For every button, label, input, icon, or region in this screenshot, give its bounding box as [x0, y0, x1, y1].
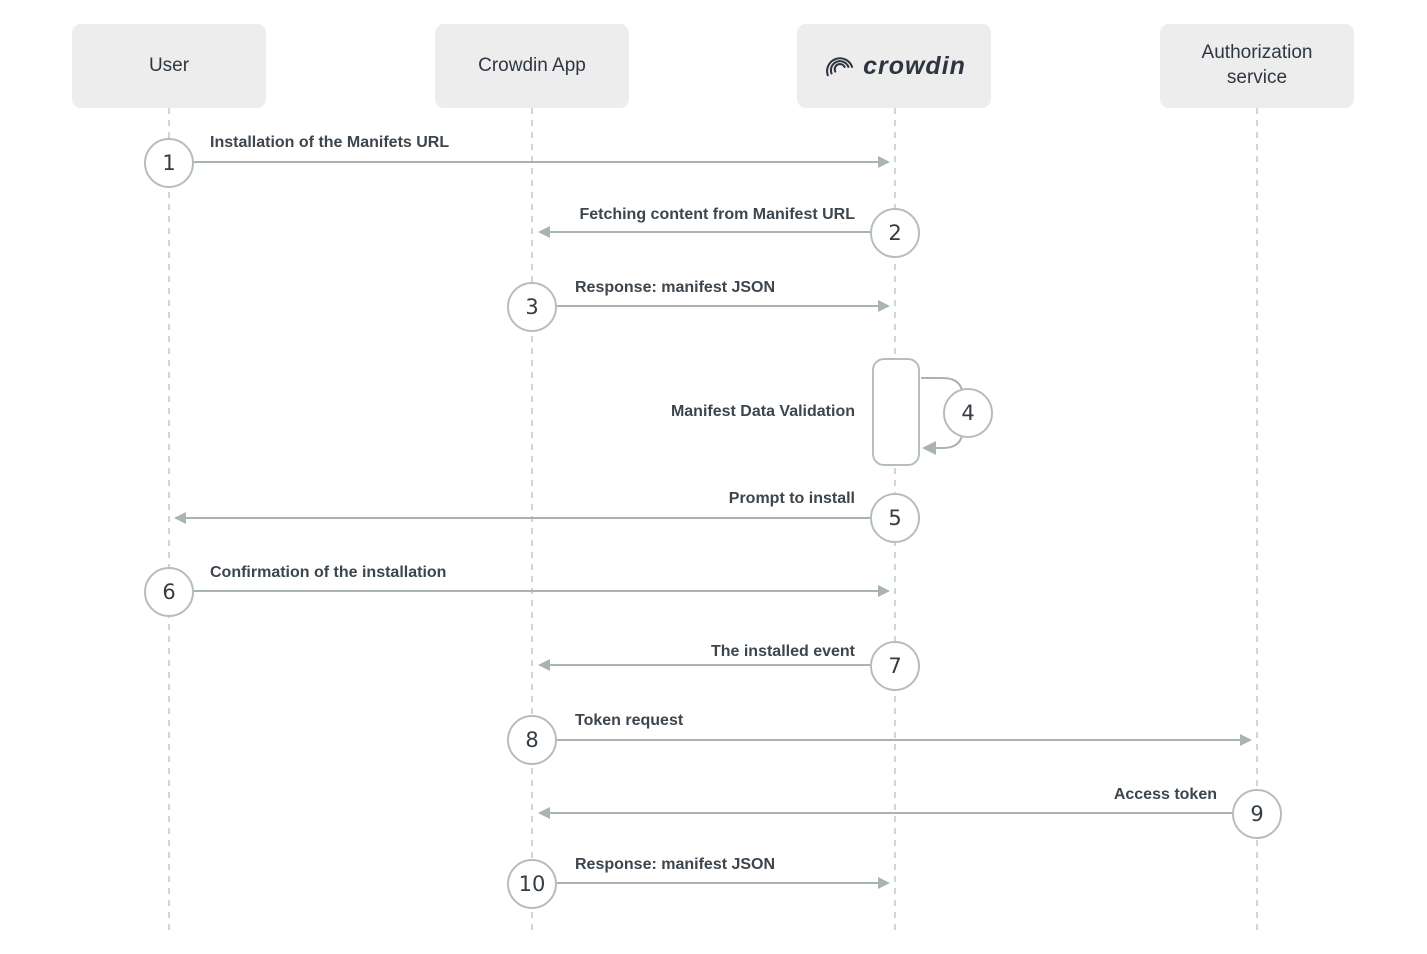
- actor-user: User: [72, 24, 266, 108]
- arrow-left-icon: [538, 807, 550, 819]
- arrow-right-icon: [878, 585, 890, 597]
- arrow-right-icon: [1240, 734, 1252, 746]
- step-5-label: Prompt to install: [728, 490, 855, 507]
- step-1-arrow: [194, 156, 890, 168]
- step-3-arrow: [557, 300, 890, 312]
- arrow-left-icon: [174, 512, 186, 524]
- step-3-label: Response: manifest JSON: [575, 279, 776, 296]
- step-5-arrow: [174, 512, 870, 524]
- step-2-arrow: [538, 226, 870, 238]
- step-7-label: The installed event: [710, 643, 855, 660]
- step-9-arrow: [538, 807, 1232, 819]
- arrow-left-icon: [538, 226, 550, 238]
- step-10-label: Response: manifest JSON: [575, 856, 776, 873]
- arrow-right-icon: [878, 300, 890, 312]
- step-3-number: 3: [507, 282, 557, 332]
- step-1-number: 1: [144, 138, 194, 188]
- actor-user-label: User: [148, 54, 190, 76]
- actor-crowdin-app: Crowdin App: [435, 24, 629, 108]
- lifeline-crowdin-app: [531, 108, 533, 932]
- lifeline-user: [168, 108, 170, 932]
- step-10-number: 10: [507, 859, 557, 909]
- arrow-left-icon: [538, 659, 550, 671]
- step-2-number: 2: [870, 208, 920, 258]
- step-6-arrow: [194, 585, 890, 597]
- step-9-number: 9: [1232, 789, 1282, 839]
- step-10-arrow: [557, 877, 890, 889]
- step-6-label: Confirmation of the installation: [210, 564, 447, 581]
- step-4-label: Manifest Data Validation: [670, 403, 855, 420]
- actor-authorization-service-label: Authorization service: [1201, 42, 1313, 88]
- step-8-number: 8: [507, 715, 557, 765]
- step-7-arrow: [538, 659, 870, 671]
- step-8-arrow: [557, 734, 1252, 746]
- step-5-number: 5: [870, 493, 920, 543]
- actor-authorization-service: Authorization service: [1160, 24, 1354, 108]
- step-7-number: 7: [870, 641, 920, 691]
- actor-crowdin: crowdin: [797, 24, 991, 108]
- lifeline-authorization-service: [1256, 108, 1258, 932]
- crowdin-logo-icon: [822, 52, 856, 80]
- arrow-right-icon: [878, 156, 890, 168]
- step-4-number: 4: [943, 388, 993, 438]
- crowdin-logo-wordmark: crowdin: [863, 51, 966, 80]
- step-8-label: Token request: [575, 712, 684, 729]
- step-2-label: Fetching content from Manifest URL: [579, 206, 855, 223]
- step-6-number: 6: [144, 567, 194, 617]
- step-1-label: Installation of the Manifets URL: [210, 134, 450, 151]
- actor-crowdin-app-label: Crowdin App: [478, 54, 586, 76]
- step-9-label: Access token: [1113, 786, 1217, 803]
- arrow-right-icon: [878, 877, 890, 889]
- step-4-activation-box: [872, 358, 920, 466]
